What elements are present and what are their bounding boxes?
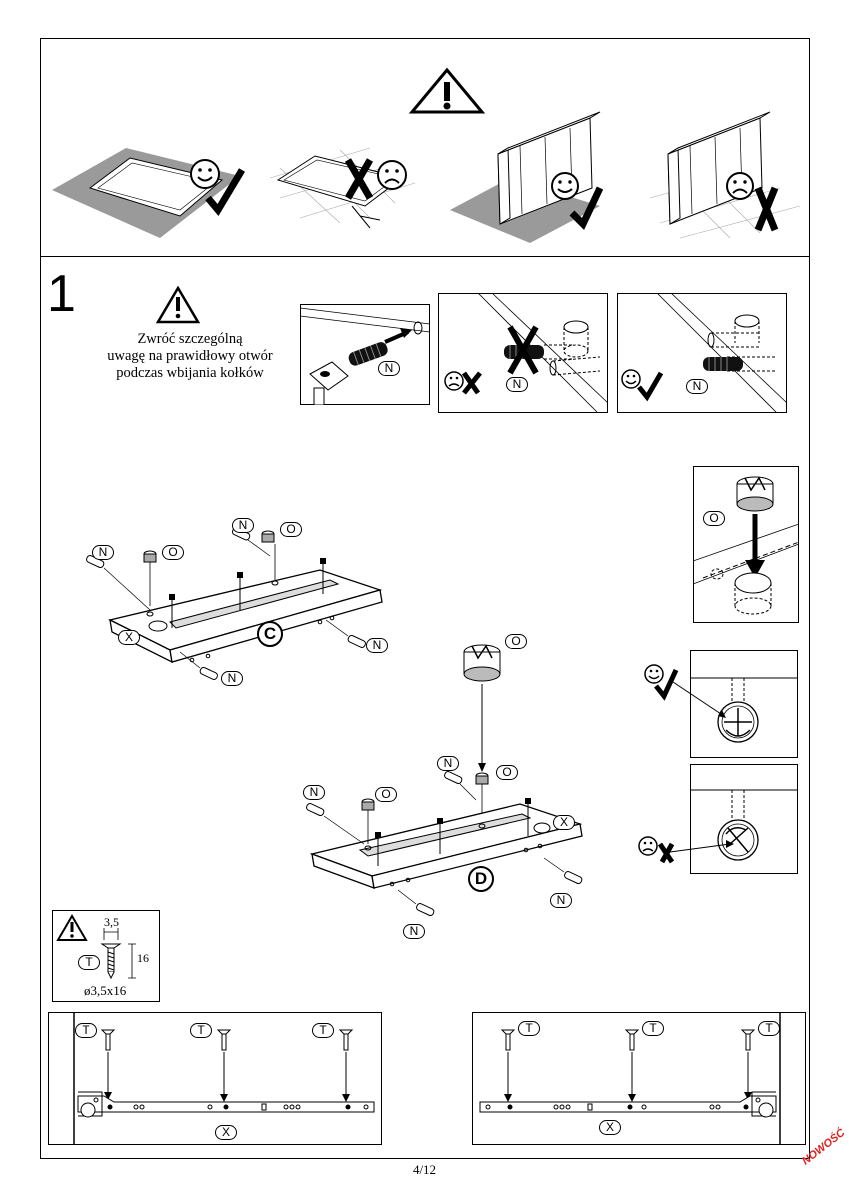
part-label-n: N [366, 638, 388, 653]
part-label-x: X [553, 815, 575, 830]
part-label-t: T [312, 1023, 334, 1038]
rail-right-box [472, 1012, 806, 1145]
step-panel [40, 256, 810, 1159]
warning-line-3: podczas wbijania kołków [116, 365, 264, 381]
panel-d-assembly-illustration [306, 644, 583, 917]
part-label-o: O [496, 765, 518, 780]
panel-label-c: C [257, 621, 283, 647]
dowel-hammer-illustration [300, 307, 430, 405]
cam-orientation-correct-box [690, 650, 798, 758]
part-label-n: N [221, 671, 243, 686]
part-label-n: N [550, 893, 572, 908]
screw-width-dim: 3,5 [104, 915, 119, 929]
screw-length-dim: 16 [137, 951, 149, 965]
part-label-t: T [78, 955, 100, 970]
dowel-warning-text: Zwróć szczególną uwagę na prawidłowy otw… [80, 331, 300, 382]
cam-insert-illustration [693, 476, 799, 615]
caution-triangle-icon [156, 286, 200, 324]
part-label-n: N [92, 545, 114, 560]
part-label-n: N [232, 518, 254, 533]
caution-icon [56, 914, 88, 941]
dowel-wrong-illustration [444, 293, 608, 413]
part-label-o: O [703, 511, 725, 526]
rail-screws [500, 1029, 756, 1102]
rail-right-illustration [479, 1012, 781, 1145]
part-label-n: N [403, 924, 425, 939]
part-label-x: X [215, 1125, 237, 1140]
scene-cabinet-on-floor-wrong-shapes [667, 111, 779, 232]
page-number: 4/12 [412, 1162, 437, 1177]
warning-triangle-icon [408, 67, 486, 114]
cam-orientation-correct-illustration [644, 664, 798, 743]
screw-spec-illustration [56, 914, 136, 980]
dowel-wrong-box [438, 293, 608, 413]
rail-screws [100, 1029, 354, 1102]
dowel-hammer-box [300, 304, 430, 405]
part-label-x: X [599, 1120, 621, 1135]
cam-orientation-wrong-box [690, 764, 798, 874]
part-label-t: T [642, 1021, 664, 1036]
part-label-x: X [118, 630, 140, 645]
scene-panel-on-mat-correct [52, 148, 246, 238]
part-label-t: T [758, 1021, 780, 1036]
rail-left-box [48, 1012, 382, 1145]
part-label-n: N [303, 785, 325, 800]
part-label-n: N [506, 377, 528, 392]
rail-left-illustration [73, 1012, 375, 1145]
part-label-o: O [162, 545, 184, 560]
part-label-n: N [378, 361, 400, 376]
scene-cabinet-on-mat-correct [450, 111, 604, 243]
screw-size-text: ø3,5x16 [84, 983, 127, 998]
part-label-o: O [280, 522, 302, 537]
top-panel-illustrations [52, 67, 801, 243]
part-label-o: O [505, 634, 527, 649]
screw-spec-box [52, 910, 160, 1002]
part-label-t: T [518, 1021, 540, 1036]
part-label-n: N [686, 379, 708, 394]
part-label-t: T [75, 1023, 97, 1038]
part-label-t: T [190, 1023, 212, 1038]
panel-label-d: D [468, 866, 494, 892]
part-label-o: O [375, 787, 397, 802]
warning-line-2: uwagę na prawidłowy otwór [107, 348, 273, 364]
dowel-correct-box [617, 293, 787, 413]
part-label-n: N [437, 756, 459, 771]
step-number: 1 [47, 265, 76, 323]
dowel-correct-illustration [621, 293, 787, 413]
warning-line-1: Zwróć szczególną [137, 331, 243, 347]
cam-orientation-wrong-illustration [638, 789, 798, 864]
scene-panel-on-floor-wrong-shapes [276, 155, 407, 229]
